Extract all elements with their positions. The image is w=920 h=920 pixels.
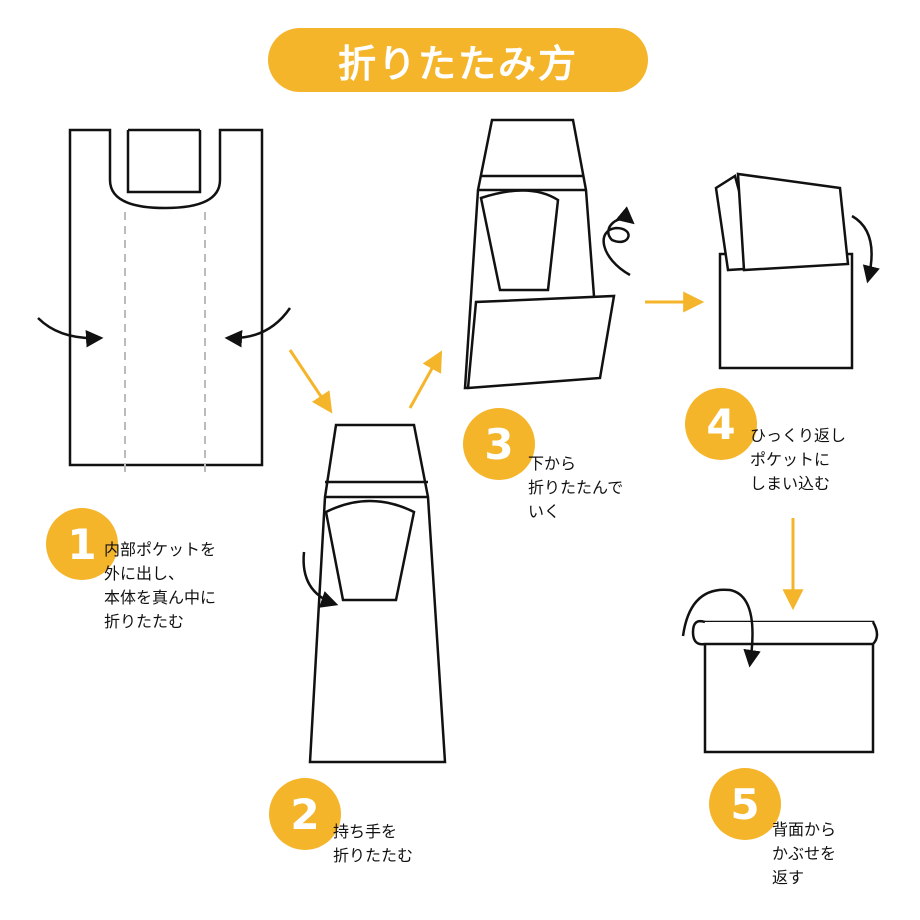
fold-left-arrow-icon <box>37 317 104 348</box>
step-number-badge: 2 <box>269 778 341 850</box>
step-arrow-2-3-icon <box>408 350 443 409</box>
step-number-badge: 4 <box>685 388 757 460</box>
bag-step2-illustration <box>308 423 447 764</box>
step-number-badge: 5 <box>709 768 781 840</box>
step-number-badge: 3 <box>463 408 535 480</box>
step-4-text: ひっくり返し ポケットに しまい込む <box>750 426 847 493</box>
bag-step3-illustration <box>463 118 616 390</box>
title-banner: 折りたたみ方 <box>268 28 648 92</box>
bag-step5-illustration <box>691 619 879 754</box>
fold-right-arrow-icon <box>224 307 292 348</box>
step-1-text: 内部ポケットを 外に出し、 本体を真ん中に 折りたたむ <box>104 540 217 631</box>
bag-step4-illustration <box>714 172 854 370</box>
step-2-text: 持ち手を 折りたたむ <box>333 822 414 865</box>
bag-step1-illustration <box>68 128 264 467</box>
page-title: 折りたたみ方 <box>337 41 578 86</box>
tuck-arrow-icon <box>851 214 880 284</box>
roll-spiral-icon <box>602 206 635 277</box>
step-arrow-1-2-icon <box>288 349 333 414</box>
flap-flip-arrow-icon <box>681 588 761 668</box>
step-number-badge: 1 <box>46 508 118 580</box>
fold-guide-lines <box>124 212 206 478</box>
step-3-text: 下から 折りたたんで いく <box>528 454 624 521</box>
step-5-text: 背面から かぶせを 返す <box>772 820 837 887</box>
handle-fold-arrow-icon <box>302 551 339 608</box>
